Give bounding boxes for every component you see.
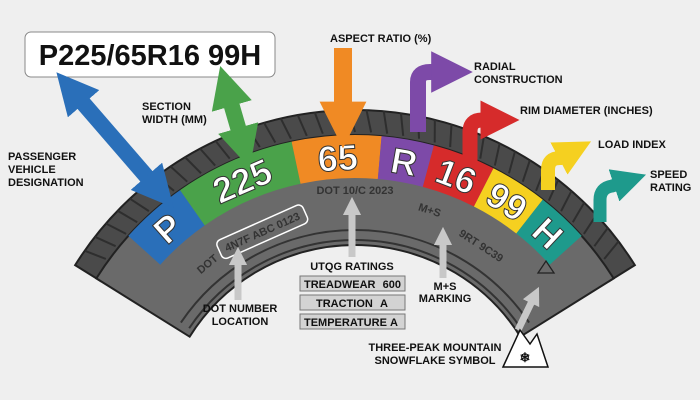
svg-text:TREADWEAR: TREADWEAR — [304, 279, 376, 291]
radial-arrow — [410, 51, 473, 132]
svg-text:TEMPERATURE: TEMPERATURE — [304, 317, 387, 329]
tread-groove — [382, 111, 389, 134]
tread-groove — [479, 136, 485, 159]
load-index-arrow — [541, 141, 592, 190]
tread-groove — [94, 235, 117, 248]
sidewall-dot-date: DOT 10/C 2023 — [316, 185, 393, 197]
tread-groove — [84, 249, 107, 260]
tread-groove — [508, 151, 516, 174]
band-R — [377, 136, 434, 187]
load-index-label: LOAD INDEX — [598, 139, 667, 151]
tread-groove — [184, 156, 202, 174]
svg-text:600: 600 — [383, 279, 401, 291]
utqg-temperature: TEMPERATURE A — [299, 313, 406, 330]
band-H — [516, 199, 582, 265]
tread-groove — [279, 118, 292, 140]
tread-groove — [296, 114, 308, 137]
svg-text:❄: ❄ — [520, 350, 531, 365]
tread-groove — [593, 227, 609, 247]
passenger-arrow — [56, 72, 174, 208]
tread-groove — [365, 109, 373, 133]
band-99 — [473, 168, 543, 234]
band-code-65: 65 — [317, 136, 359, 179]
tread-groove — [571, 202, 586, 223]
tread-groove — [560, 190, 573, 212]
dot-highlight-box — [216, 204, 309, 260]
band-P — [128, 190, 205, 265]
tread-groove — [117, 209, 138, 224]
utqg-treadwear: TREADWEAR 600 — [299, 275, 406, 292]
tread-groove — [493, 143, 501, 166]
tread-groove — [399, 113, 405, 136]
utqg-traction: TRACTION A — [299, 294, 406, 311]
tread-groove — [263, 122, 277, 143]
tread-groove — [603, 240, 620, 260]
band-225 — [180, 141, 301, 226]
svg-text:A: A — [380, 298, 388, 310]
tread-groove — [449, 124, 453, 148]
snowflake-arrow — [514, 286, 540, 332]
rim-diameter-label: RIM DIAMETER (INCHES) — [520, 105, 653, 117]
speed-rating-arrow — [593, 169, 647, 222]
svg-text:TRACTION: TRACTION — [316, 298, 373, 310]
size-code: P225/65R16 99H — [39, 40, 262, 72]
aspect-ratio-label: ASPECT RATIO (%) — [330, 33, 432, 45]
svg-text:A: A — [390, 317, 398, 329]
tread-groove — [521, 159, 531, 183]
snowflake-icon: ❄ — [501, 328, 550, 368]
tread-groove — [547, 179, 560, 202]
tread-groove — [105, 222, 127, 235]
section-width-arrow — [211, 66, 259, 168]
utqg-title: UTQG RATINGS — [310, 261, 394, 273]
rim-diameter-arrow — [462, 100, 520, 162]
sidewall-snowflake-mark — [536, 259, 556, 274]
